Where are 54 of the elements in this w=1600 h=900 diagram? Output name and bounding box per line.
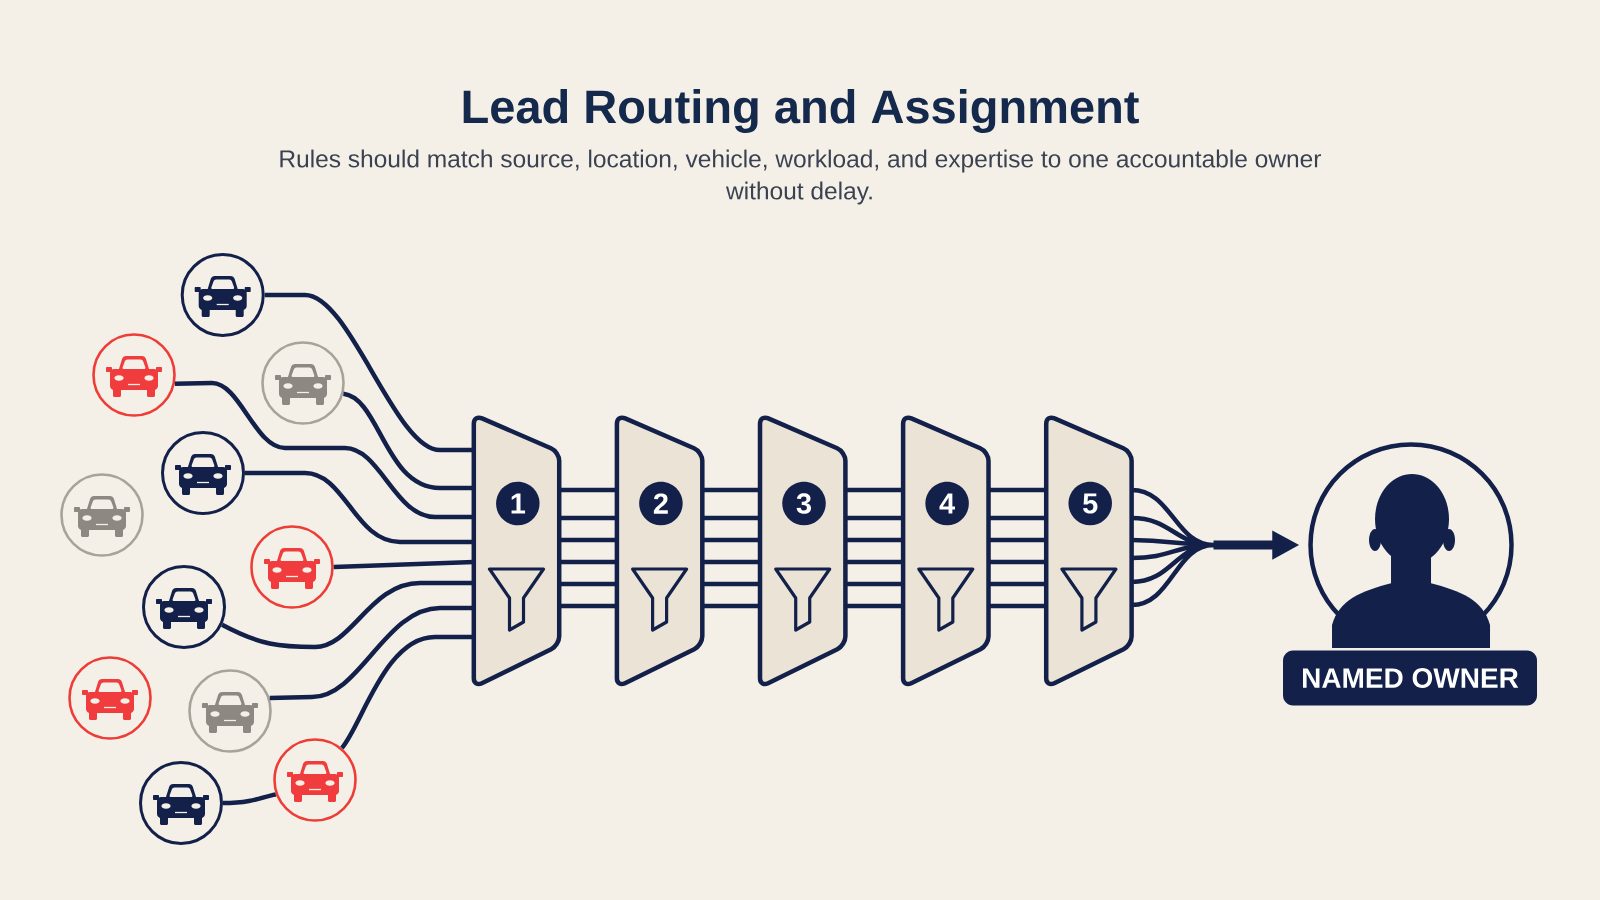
connector-line [221, 580, 474, 650]
car-icon [188, 669, 272, 753]
connector-line [845, 603, 904, 609]
connector-line [702, 515, 760, 521]
connector-line [559, 537, 617, 543]
connector-line [222, 792, 277, 806]
connector-line [559, 603, 617, 609]
node-label: NAMED OWNER [1303, 668, 1519, 688]
connector-line [988, 559, 1047, 565]
connector-line [988, 603, 1047, 609]
number-badge: 4 [925, 481, 969, 526]
connector-line [845, 559, 904, 565]
connector-line [988, 537, 1047, 543]
connector-line [245, 470, 474, 545]
car-icon [142, 565, 226, 649]
number-badge: 2 [639, 481, 683, 526]
connector-line [559, 487, 617, 493]
connector-line [702, 487, 760, 493]
car-icon [261, 341, 345, 425]
connector-line [559, 559, 617, 565]
connector-line [174, 380, 474, 520]
connector-line [340, 634, 474, 750]
connector-line [845, 487, 904, 493]
person-avatar [1308, 442, 1514, 648]
car-icon [139, 761, 223, 845]
connector-line [845, 515, 904, 521]
connector-line [702, 603, 760, 609]
connector-line [988, 581, 1047, 587]
connector-line [333, 559, 474, 570]
connector-line [702, 559, 760, 565]
name-badge: NAMED OWNER [1283, 650, 1537, 706]
car-icon [60, 473, 144, 557]
number-badge: 3 [782, 481, 826, 526]
car-icon [250, 525, 334, 609]
connector-line [988, 515, 1047, 521]
car-icon [273, 738, 357, 822]
connector-line [988, 487, 1047, 493]
connector-line [559, 515, 617, 521]
connector-line [702, 581, 760, 587]
connector-line [264, 292, 474, 453]
connector-line [342, 391, 474, 491]
connector-line [269, 605, 474, 701]
connector-line [845, 537, 904, 543]
number-badge: 1 [496, 481, 540, 526]
car-icon [92, 333, 176, 417]
car-icon [68, 656, 152, 740]
car-icon [161, 431, 245, 515]
connector-line [559, 581, 617, 587]
subtitle: Rules should match source, location, vehicle, workload, and expertise to one accountable owner without delay. [280, 149, 1321, 205]
connector-line [845, 581, 904, 587]
number-badge: 5 [1068, 481, 1112, 526]
connector-line [702, 537, 760, 543]
car-icon [180, 253, 265, 337]
title: Lead Routing and Assignment [463, 89, 1139, 133]
